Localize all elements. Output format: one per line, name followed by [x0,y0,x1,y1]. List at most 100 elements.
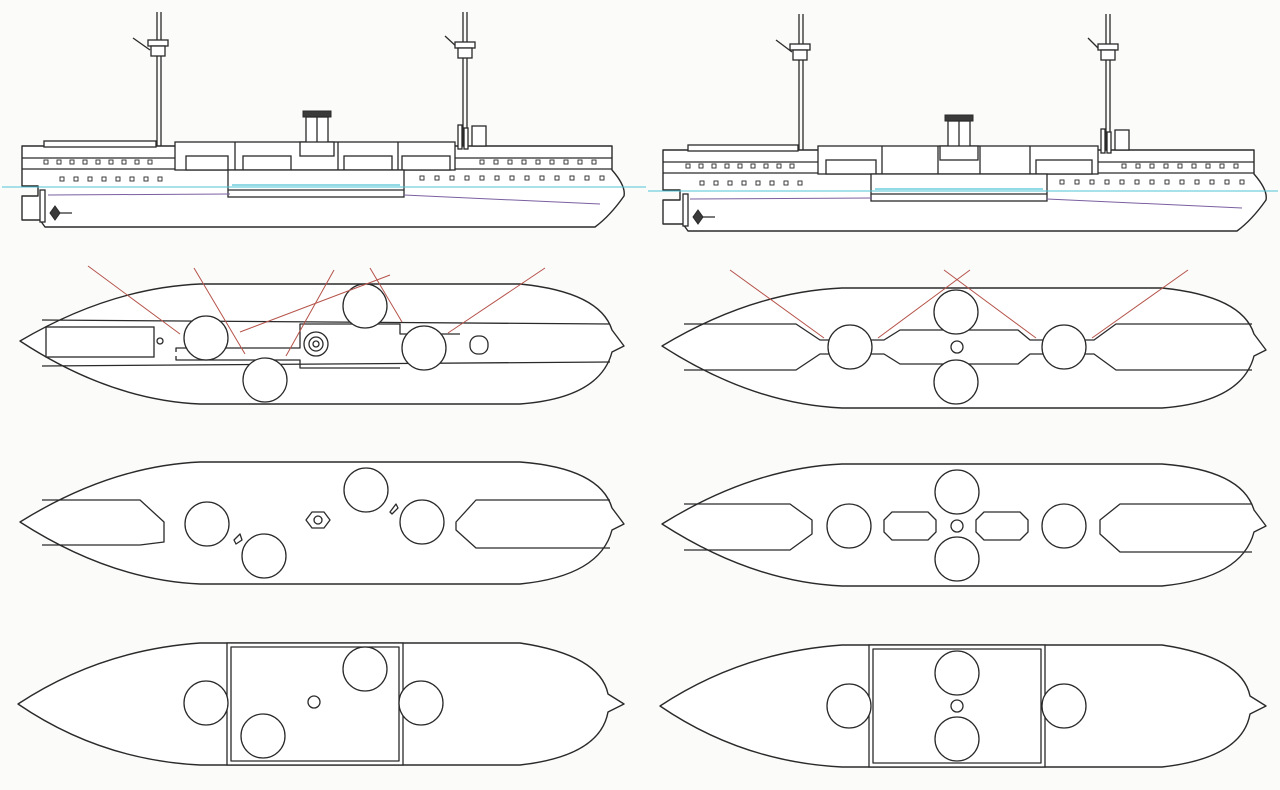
porthole [1205,163,1211,169]
porthole [539,175,545,181]
porthole [69,159,75,165]
porthole [507,159,513,165]
porthole [493,159,499,165]
porthole [87,176,93,182]
porthole [1074,179,1080,185]
porthole [56,159,62,165]
porthole [73,176,79,182]
porthole [685,163,691,169]
deck-outline [19,283,625,405]
turret-profile-4 [401,155,451,171]
porthole [711,163,717,169]
rudder-and-propeller [39,189,72,223]
porthole [724,163,730,169]
design-b-side-profile [662,14,1267,232]
design-b [659,14,1267,768]
porthole [524,175,530,181]
porthole [1121,163,1127,169]
porthole [713,180,719,186]
deck-outline [661,287,1267,409]
porthole [797,180,803,186]
fore-mast [775,14,811,152]
turret-profile-2 [242,155,292,171]
deck-outline [661,463,1267,587]
porthole [737,163,743,169]
porthole [698,163,704,169]
porthole [569,175,575,181]
porthole [43,159,49,165]
aft-bridge [457,124,487,150]
porthole [1119,179,1125,185]
porthole [591,159,597,165]
belt-line [689,197,1243,209]
porthole [121,159,127,165]
armour-citadel [870,173,1048,202]
porthole [449,175,455,181]
design-a-lower-deck-plan [19,461,625,585]
porthole [769,180,775,186]
design-b-deck-plan [661,269,1267,409]
porthole [521,159,527,165]
turret-deck-3 [401,325,447,371]
porthole [1224,179,1230,185]
main-mast [444,12,476,148]
porthole [95,159,101,165]
porthole [789,163,795,169]
porthole [1163,163,1169,169]
firing-arcs [87,265,546,357]
deck-outline [19,461,625,585]
design-b-citadel-plan [659,644,1267,768]
porthole [783,180,789,186]
porthole [1239,179,1245,185]
porthole [599,175,605,181]
main-mast [1087,14,1119,152]
design-a-citadel-plan [17,642,625,766]
design-b-lower-deck-plan [661,463,1267,587]
porthole [776,163,782,169]
porthole [509,175,515,181]
design-a-deck-plan [19,265,625,405]
porthole [1089,179,1095,185]
porthole [464,175,470,181]
porthole [479,175,485,181]
rudder-and-propeller [682,193,715,227]
porthole [1209,179,1215,185]
portholes [685,163,1245,186]
funnel [299,110,335,157]
porthole [419,175,425,181]
porthole [147,159,153,165]
turret-profile-1 [185,155,229,171]
porthole [699,180,705,186]
porthole [549,159,555,165]
porthole [727,180,733,186]
porthole [82,159,88,165]
design-a [17,12,625,766]
porthole [134,159,140,165]
belt-line [47,193,601,205]
porthole [494,175,500,181]
porthole [1233,163,1239,169]
porthole [1164,179,1170,185]
armour-citadel [227,169,405,198]
turret-deck-1 [183,315,229,361]
porthole [157,176,163,182]
porthole [1104,179,1110,185]
porthole [535,159,541,165]
porthole [1059,179,1065,185]
porthole [750,163,756,169]
porthole [1194,179,1200,185]
porthole [554,175,560,181]
porthole [1135,163,1141,169]
porthole [143,176,149,182]
forward-deckhouse [687,144,799,152]
porthole [434,175,440,181]
porthole [584,175,590,181]
porthole [1149,179,1155,185]
turret-profile-3 [343,155,393,171]
porthole [1179,179,1185,185]
porthole [108,159,114,165]
funnel [939,114,979,161]
fore-mast [132,12,169,148]
